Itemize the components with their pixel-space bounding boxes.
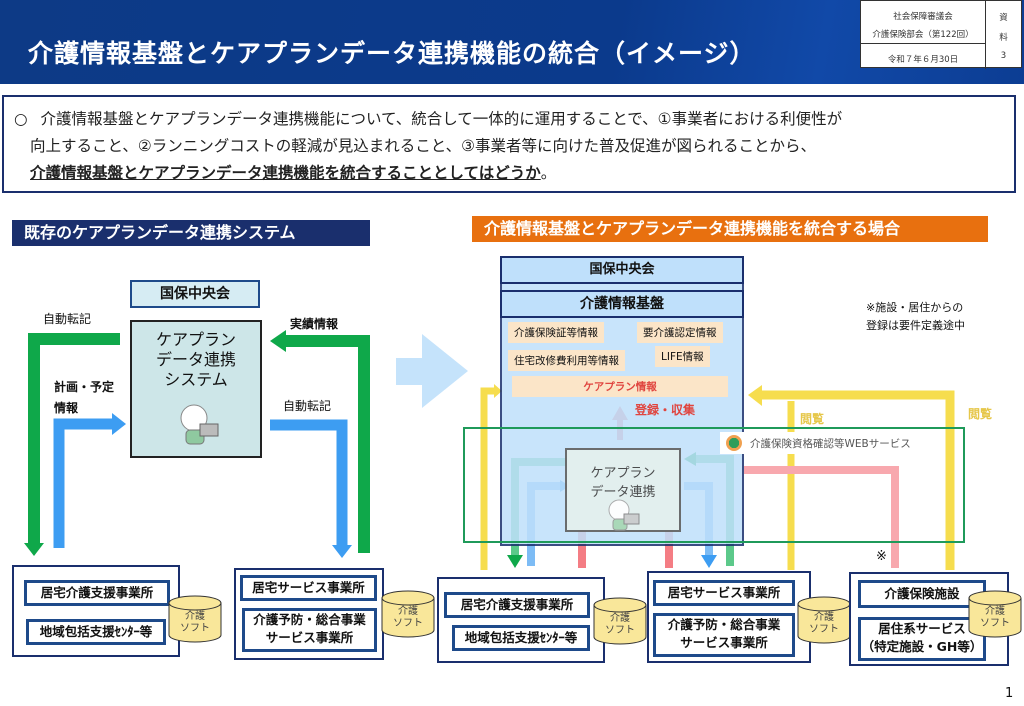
info-tag-insurance-card: 介護保険証等情報 [508, 322, 604, 343]
platform-title: 介護情報基盤 [500, 290, 744, 318]
left-office-home-service: 居宅サービス事業所 [240, 575, 377, 601]
header-banner [0, 0, 1024, 84]
pink-line-facility [744, 466, 899, 568]
left-office-home-care-support: 居宅介護支援事業所 [24, 580, 170, 606]
mascot-dog-icon [174, 400, 224, 450]
callout-text-1: 介護情報基盤とケアプランデータ連携機能について、統合して一体的に運用することで、… [40, 110, 843, 128]
doc-number: 3 [1000, 51, 1007, 61]
left-system-line1: ケアプラン [155, 330, 236, 349]
mascot-dog-icon [603, 496, 643, 532]
arrow-yellow-right-head [748, 385, 762, 406]
inner-system-line1: ケアプラン [590, 466, 656, 481]
callout-line-2: 向上すること、②ランニングコストの軽減が見込まれること、③事業者等に向けた普及促… [30, 137, 817, 155]
arrow-green-left-shaft [28, 333, 120, 548]
care-software-db-icon: 介護 ソフト [168, 595, 222, 643]
info-tag-home-renovation: 住宅改修費利用等情報 [508, 350, 625, 371]
inner-system-line2: データ連携 [590, 485, 656, 500]
arrow-blue-left-head [112, 413, 126, 435]
meeting-date: 令和７年６月30日 [887, 55, 959, 65]
care-software-db-icon: 介護 ソフト [797, 596, 851, 644]
left-system-box: ケアプラン データ連携 システム [130, 320, 262, 458]
arrow-blue-left-shaft [53, 418, 114, 548]
left-office-prevention-service: 介護予防・総合事業 サービス事業所 [242, 608, 377, 652]
info-tag-careplan: ケアプラン情報 [512, 376, 728, 397]
meeting-info-box: 社会保障審議会 介護保険部会（第122回） 令和７年６月30日 資 料 3 [860, 0, 1022, 69]
left-section-title: 既存のケアプランデータ連携システム [12, 220, 370, 246]
right-office-care-facility: 介護保険施設 [858, 580, 986, 608]
right-org-box: 国保中央会 [500, 256, 744, 284]
arrow-green-left-head [24, 543, 44, 556]
asterisk-mark: ※ [876, 549, 887, 564]
web-service-frame [463, 427, 965, 543]
label-plan-info-2: 情報 [54, 401, 79, 415]
doc-label-2: 料 [999, 33, 1008, 43]
transition-arrow [396, 334, 468, 408]
meeting-session: 介護保険部会（第122回） [872, 30, 974, 40]
label-auto-transfer-left: 自動転記 [43, 312, 92, 326]
web-service-name: 介護保険資格確認等WEBサービス [750, 438, 911, 450]
note-line-2: 登録は要件定義途中 [866, 319, 965, 332]
page-number: 1 [1005, 686, 1014, 701]
care-software-db-icon: 介護 ソフト [593, 597, 647, 645]
arrow-blue-right-shaft [270, 419, 348, 548]
label-view-1: 閲覧 [800, 412, 825, 426]
note-line-1: ※施設・居住からの [866, 301, 964, 314]
label-results-info: 実績情報 [290, 317, 339, 331]
callout-period: 。 [540, 164, 557, 182]
left-office-regional-center: 地域包括支援ｾﾝﾀｰ等 [26, 619, 166, 645]
divider [985, 1, 986, 69]
label-register-collect: 登録・収集 [635, 403, 696, 417]
care-software-db-icon: 介護 ソフト [968, 590, 1022, 638]
info-tag-life: LIFE情報 [655, 346, 710, 367]
arrow-green-right-shaft [284, 335, 370, 553]
page-title: 介護情報基盤とケアプランデータ連携機能の統合（イメージ） [28, 39, 756, 68]
label-auto-transfer-right: 自動転記 [283, 399, 332, 413]
arrow-blue-right-head [332, 545, 352, 558]
right-office-residential-service: 居住系サービス （特定施設・GH等） [858, 617, 986, 661]
left-system-line2: データ連携 [155, 350, 236, 369]
left-system-line3: システム [164, 370, 228, 389]
callout-line-1: ○ 介護情報基盤とケアプランデータ連携機能について、統合して一体的に運用すること… [14, 107, 842, 129]
inner-system-box: ケアプラン データ連携 [565, 448, 681, 532]
callout-line-3: 介護情報基盤とケアプランデータ連携機能を統合することとしてはどうか。 [30, 161, 556, 183]
divider [861, 43, 985, 44]
arrow-green-inner-left-head [507, 555, 523, 568]
summary-callout: ○ 介護情報基盤とケアプランデータ連携機能について、統合して一体的に運用すること… [2, 95, 1016, 193]
info-tag-care-certification: 要介護認定情報 [637, 322, 723, 343]
doc-label-1: 資 [999, 13, 1008, 23]
arrow-yellow-left-shaft [480, 387, 494, 570]
arrow-blue-inner-right-head [701, 555, 717, 568]
right-office-regional-center: 地域包括支援ｾﾝﾀｰ等 [452, 625, 590, 651]
right-office-home-care-support: 居宅介護支援事業所 [444, 592, 590, 618]
arrow-green-right-head [270, 330, 286, 352]
label-view-2: 閲覧 [968, 407, 993, 421]
web-service-label: 介護保険資格確認等WEBサービス [720, 432, 945, 454]
left-org-box: 国保中央会 [130, 280, 260, 308]
right-office-home-service: 居宅サービス事業所 [653, 580, 795, 606]
care-software-db-icon: 介護 ソフト [381, 590, 435, 638]
arrow-yellow-right-shaft [760, 390, 955, 570]
callout-proposal: 介護情報基盤とケアプランデータ連携機能を統合することとしてはどうか [30, 164, 541, 182]
right-section-title: 介護情報基盤とケアプランデータ連携機能を統合する場合 [472, 216, 988, 242]
globe-icon [726, 435, 742, 451]
bullet: ○ [14, 110, 28, 128]
right-office-prevention-service: 介護予防・総合事業 サービス事業所 [653, 613, 795, 657]
arrow-yellow-left-head [494, 384, 502, 398]
label-plan-info-1: 計画・予定 [54, 380, 115, 394]
meeting-name: 社会保障審議会 [893, 12, 953, 22]
